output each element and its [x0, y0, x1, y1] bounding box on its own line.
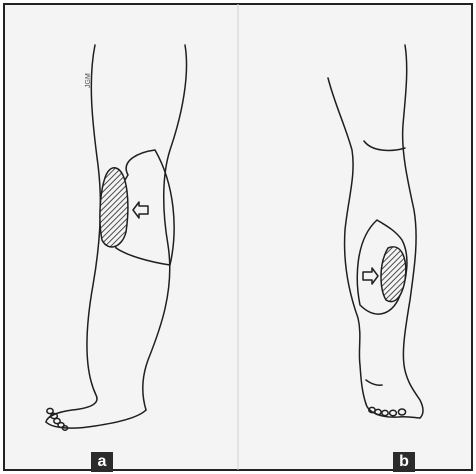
panel-label-a: a	[91, 452, 113, 472]
artist-signature: JGM	[85, 73, 92, 88]
leg-a-defect	[100, 168, 128, 247]
panel-label-b: b	[393, 452, 415, 472]
